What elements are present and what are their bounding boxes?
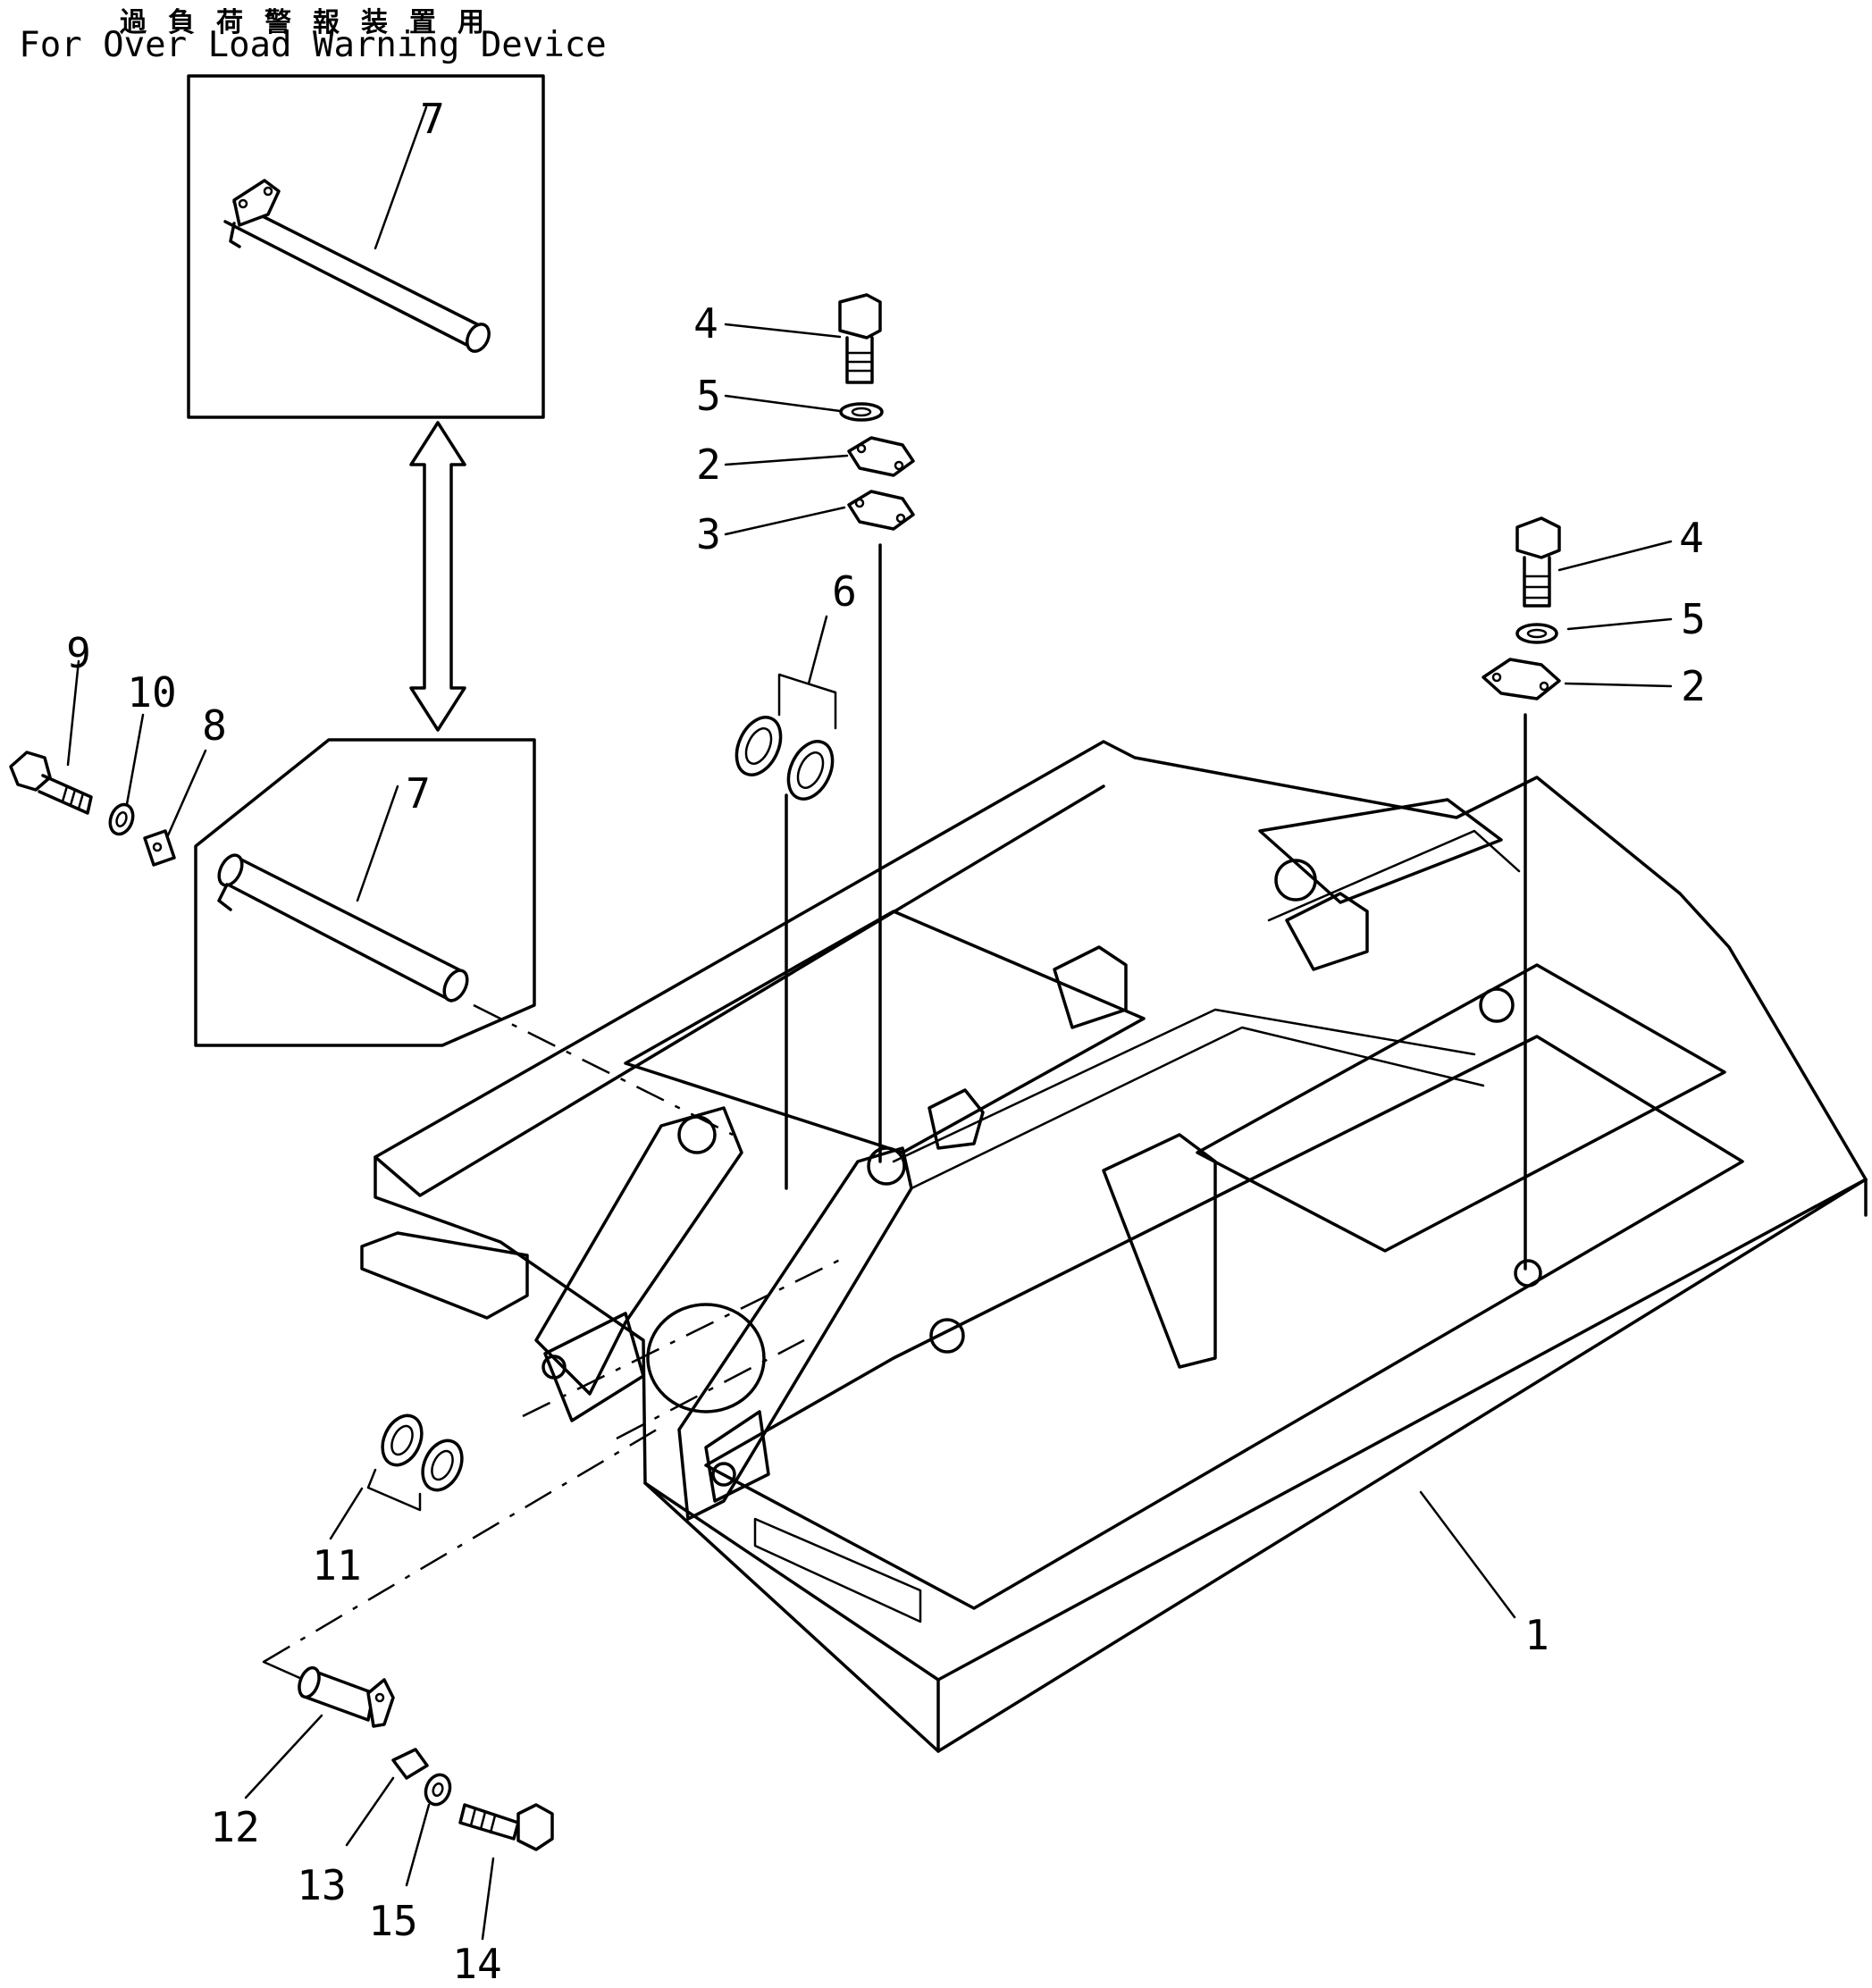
revolving-frame [360, 740, 1868, 1753]
callout-3-plate: 3 [696, 510, 721, 558]
callout-12-pin: 12 [210, 1803, 260, 1851]
callout-10-washer: 10 [127, 668, 177, 717]
heading-english: For Over Load Warning Device [19, 25, 607, 65]
callout-13-plate: 13 [297, 1861, 347, 1909]
callout-7-pin-inset: 7 [420, 95, 445, 143]
callout-15-washer: 15 [368, 1897, 418, 1945]
double-arrow-icon [409, 421, 466, 732]
callout-2-plate-right: 2 [1681, 662, 1706, 710]
bolt-washer-plate-left [9, 659, 207, 867]
callout-14-bolt: 14 [452, 1940, 502, 1988]
callout-6-shim-set: 6 [832, 567, 857, 616]
bolt-washer-plate-stack-center [724, 293, 915, 1163]
shim-set-lower [329, 1413, 464, 1540]
callout-5-washer-right: 5 [1681, 595, 1706, 643]
callout-7-pin-standard: 7 [406, 769, 431, 818]
pin-plate-washer-bolt-lower [244, 1428, 658, 1941]
callout-1-revolving-frame: 1 [1524, 1611, 1549, 1659]
heading-japanese: 過負荷警報装置用 [120, 7, 506, 38]
bolt-washer-plate-stack-right [1482, 516, 1673, 1271]
callout-2-plate-center: 2 [696, 440, 721, 489]
callout-8-plate: 8 [202, 701, 227, 750]
inset-box-over-load-pin [187, 74, 545, 419]
inset-box-standard-pin [194, 738, 734, 1137]
callout-9-bolt: 9 [66, 629, 91, 677]
shim-set-upper [735, 615, 837, 1190]
callout-4-bolt-right: 4 [1679, 514, 1704, 562]
callout-11-shim-set: 11 [312, 1541, 362, 1590]
callout-4-bolt-center: 4 [693, 299, 718, 348]
callout-5-washer-center: 5 [696, 372, 721, 420]
